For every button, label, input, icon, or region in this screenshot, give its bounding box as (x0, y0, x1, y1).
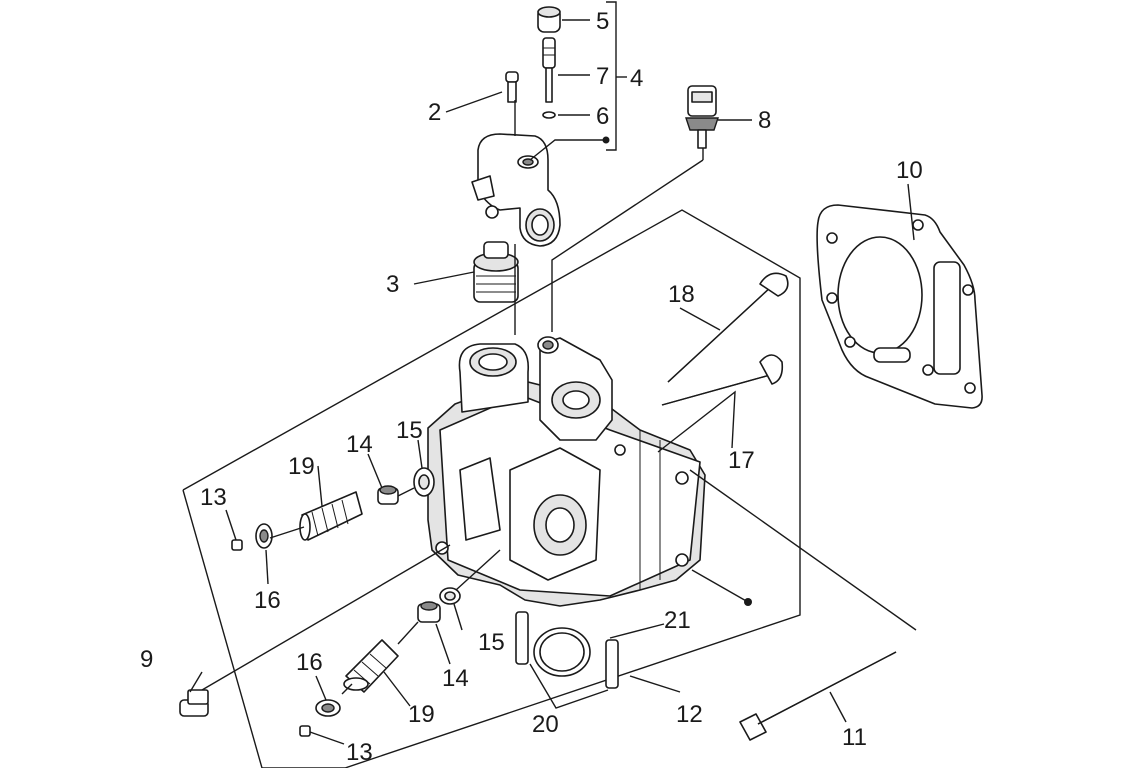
label-part-7: 7 (596, 63, 609, 90)
label-part-21: 21 (664, 607, 691, 634)
label-part-14-upper: 14 (346, 431, 373, 458)
label-part-16-upper: 16 (254, 587, 281, 614)
part-head-gasket (816, 204, 983, 409)
part-stud-bolt (739, 651, 897, 741)
group-outline-cylinder-head (182, 209, 801, 768)
part-thermostat (473, 241, 519, 303)
part-spring-seat-lower (439, 587, 461, 605)
label-part-15-upper: 15 (396, 417, 423, 444)
part-cap (537, 6, 561, 33)
label-part-13-upper: 13 (200, 484, 227, 511)
part-dowel-pins (515, 611, 619, 689)
part-valve-exhaust (667, 272, 789, 383)
part-valve-spring-lower (343, 639, 399, 693)
label-part-6: 6 (596, 103, 609, 130)
label-part-3: 3 (386, 271, 399, 298)
label-part-16-lower: 16 (296, 649, 323, 676)
label-part-4: 4 (630, 65, 643, 92)
label-part-8: 8 (758, 107, 771, 134)
leader-lines (189, 19, 917, 745)
label-part-15-lower: 15 (478, 629, 505, 656)
label-part-5: 5 (596, 8, 609, 35)
part-screw (505, 71, 519, 103)
part-temperature-sensor (685, 85, 719, 160)
part-spring-retainer-lower (315, 699, 341, 717)
label-part-10: 10 (896, 157, 923, 184)
label-part-19-upper: 19 (288, 453, 315, 480)
part-spring-seat-upper (413, 467, 435, 497)
part-valve-spring-upper (299, 491, 363, 541)
label-part-19-lower: 19 (408, 701, 435, 728)
label-part-14-lower: 14 (442, 665, 469, 692)
part-thermostat-housing (471, 133, 561, 247)
label-part-12: 12 (676, 701, 703, 728)
part-collet-upper (231, 539, 243, 551)
part-collet-lower (299, 725, 311, 737)
label-part-13-lower: 13 (346, 739, 373, 766)
part-cylinder-head (427, 336, 706, 607)
part-labels: 5 7 4 6 2 8 10 3 18 17 19 14 15 13 16 15… (140, 8, 923, 766)
label-part-20: 20 (532, 711, 559, 738)
label-part-11: 11 (842, 724, 867, 751)
part-spring-retainer-upper (255, 523, 273, 549)
part-valve-seal-upper (377, 485, 399, 505)
part-valve-intake (661, 354, 784, 406)
label-part-18: 18 (668, 281, 695, 308)
label-part-17: 17 (728, 447, 755, 474)
part-valve-seal-lower (417, 601, 441, 623)
part-o-ring (533, 627, 591, 677)
part-bleed-valve (542, 37, 556, 103)
label-part-9: 9 (140, 646, 153, 673)
label-part-2: 2 (428, 99, 441, 126)
part-plug (179, 689, 209, 717)
part-washer (542, 111, 556, 119)
group-bracket-thermostat (606, 1, 627, 151)
